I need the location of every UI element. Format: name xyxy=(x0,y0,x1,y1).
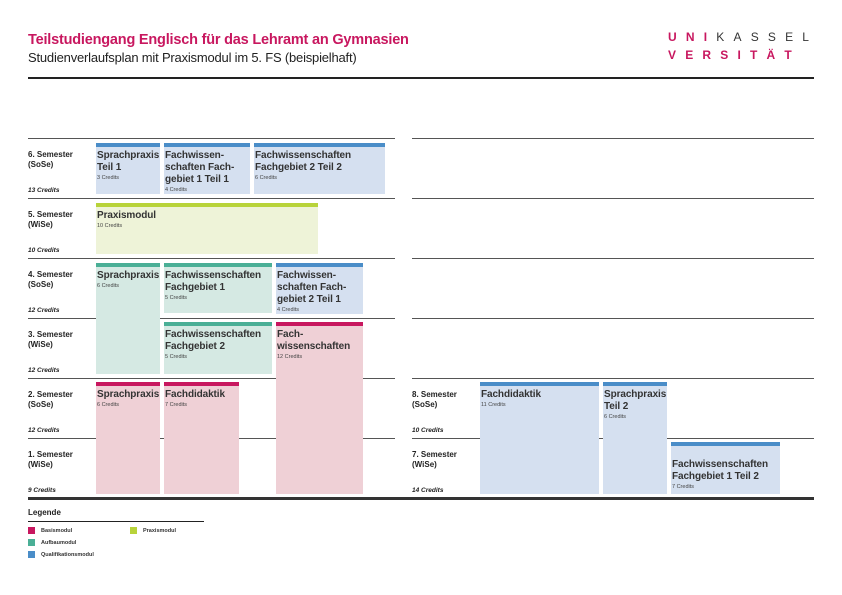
semester-label-4: 4. Semester(SoSe) xyxy=(28,270,73,289)
swatch-icon xyxy=(28,539,35,546)
page-subtitle: Studienverlaufsplan mit Praxismodul im 5… xyxy=(28,50,357,65)
legend-title: Legende xyxy=(28,508,61,517)
semester-label-1: 1. Semester(WiSe) xyxy=(28,450,73,469)
swatch-icon xyxy=(28,527,35,534)
logo-uni: UNI xyxy=(668,30,717,44)
logo-versitaet: VERSITÄT xyxy=(668,48,801,62)
semester-credits-6: 13 Credits xyxy=(28,187,60,194)
swatch-icon xyxy=(130,527,137,534)
row-divider xyxy=(412,258,814,259)
semester-credits-8: 10 Credits xyxy=(412,427,444,434)
row-divider xyxy=(412,378,814,379)
university-logo: UNIKASSEL xyxy=(668,30,818,44)
row-divider xyxy=(28,258,395,259)
row-divider xyxy=(28,378,395,379)
module-fw-fg2-teil1: Fachwissen-schaften Fach-gebiet 2 Teil 1… xyxy=(276,263,363,314)
legend-divider xyxy=(28,521,204,522)
row-divider xyxy=(412,318,814,319)
page-title: Teilstudiengang Englisch für das Lehramt… xyxy=(28,32,409,48)
bottom-divider xyxy=(28,497,814,500)
semester-credits-7: 14 Credits xyxy=(412,487,444,494)
row-divider xyxy=(28,198,395,199)
semester-label-8: 8. Semester(SoSe) xyxy=(412,390,457,409)
semester-label-6: 6. Semester(SoSe) xyxy=(28,150,73,169)
semester-credits-2: 12 Credits xyxy=(28,427,60,434)
semester-label-2: 2. Semester(SoSe) xyxy=(28,390,73,409)
row-divider xyxy=(28,138,395,139)
legend-item-aufbaumodul: Aufbaumodul xyxy=(28,539,76,546)
semester-credits-1: 9 Credits xyxy=(28,487,56,494)
semester-credits-3: 12 Credits xyxy=(28,367,60,374)
row-divider xyxy=(28,318,395,319)
row-divider xyxy=(412,198,814,199)
legend-item-qualifikationsmodul: Qualifikationsmodul xyxy=(28,551,94,558)
semester-label-5: 5. Semester(WiSe) xyxy=(28,210,73,229)
semester-label-3: 3. Semester(WiSe) xyxy=(28,330,73,349)
semester-credits-5: 10 Credits xyxy=(28,247,60,254)
module-fw-fg1-teil1: Fachwissen-schaften Fach-gebiet 1 Teil 1… xyxy=(164,143,250,194)
legend-item-basismodul: Basismodul xyxy=(28,527,72,534)
legend-item-praxismodul: Praxismodul xyxy=(130,527,176,534)
swatch-icon xyxy=(28,551,35,558)
semester-credits-4: 12 Credits xyxy=(28,307,60,314)
row-divider xyxy=(412,138,814,139)
logo-kassel: KASSEL xyxy=(716,30,819,44)
semester-label-7: 7. Semester(WiSe) xyxy=(412,450,457,469)
header-divider xyxy=(28,77,814,79)
